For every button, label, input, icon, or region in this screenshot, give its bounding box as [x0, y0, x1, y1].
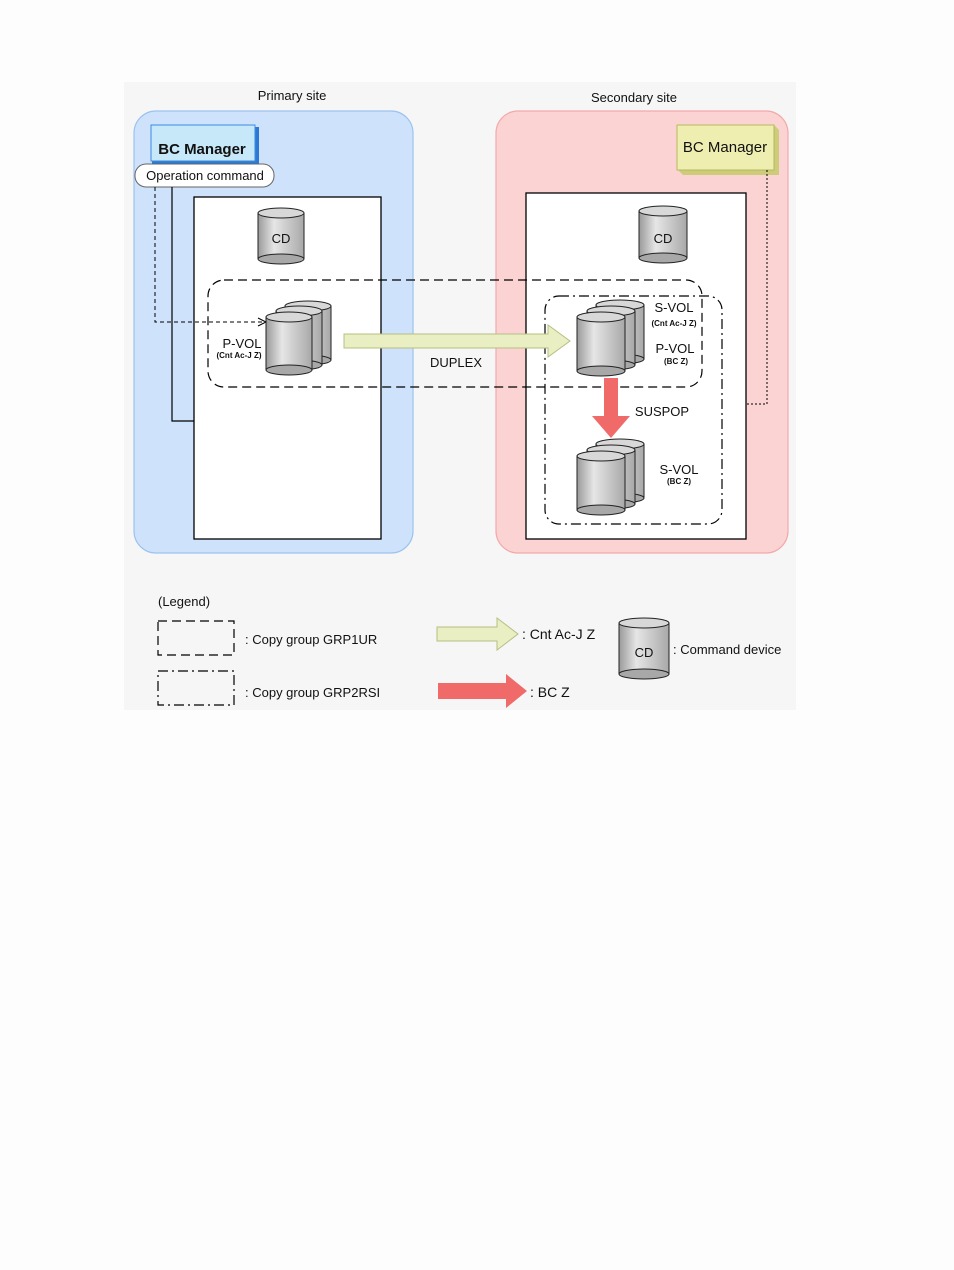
primary-pvol-stack	[266, 301, 331, 375]
legend-bc-label: : BC Z	[530, 684, 570, 700]
legend-grp2-swatch	[158, 671, 234, 705]
primary-pvol-label: P-VOL	[222, 336, 261, 351]
primary-site-label: Primary site	[258, 88, 327, 103]
primary-manager-label: BC Manager	[158, 141, 246, 158]
legend-title: (Legend)	[158, 594, 210, 609]
secondary-svol1-sub: (Cnt Ac-J Z)	[651, 319, 696, 328]
secondary-pvol-sub: (BC Z)	[664, 357, 688, 366]
operation-command-label: Operation command	[146, 168, 264, 183]
secondary-site-label: Secondary site	[591, 90, 677, 105]
secondary-cd-label: CD	[654, 231, 673, 246]
legend-cd-label: CD	[635, 645, 654, 660]
secondary-pvol-label: P-VOL	[655, 341, 694, 356]
operation-command-bubble: Operation command	[135, 164, 274, 187]
secondary-svol2-stack	[577, 439, 644, 515]
legend-cnt-label: : Cnt Ac-J Z	[522, 626, 596, 642]
legend-cd-cylinder: CD	[619, 618, 669, 679]
duplex-label: DUPLEX	[430, 355, 482, 370]
primary-cd-cylinder: CD	[258, 208, 304, 264]
suspop-label: SUSPOP	[635, 404, 689, 419]
legend-grp1-label: : Copy group GRP1UR	[245, 632, 377, 647]
primary-cd-label: CD	[272, 231, 291, 246]
legend-cd-desc: : Command device	[673, 642, 781, 657]
primary-pvol-sub: (Cnt Ac-J Z)	[216, 351, 261, 360]
secondary-bc-manager: BC Manager	[677, 125, 779, 175]
secondary-svol1-label: S-VOL	[654, 300, 693, 315]
primary-bc-manager: BC Manager	[151, 125, 259, 164]
legend-bc-arrow	[438, 674, 527, 708]
secondary-svol2-sub: (BC Z)	[667, 477, 691, 486]
legend-grp1-swatch	[158, 621, 234, 655]
legend-grp2-label: : Copy group GRP2RSI	[245, 685, 380, 700]
secondary-svol-pvol-stack	[577, 300, 644, 376]
secondary-manager-label: BC Manager	[683, 139, 767, 156]
secondary-cd-cylinder: CD	[639, 206, 687, 263]
secondary-svol2-label: S-VOL	[659, 462, 698, 477]
legend-cnt-arrow	[437, 618, 518, 650]
